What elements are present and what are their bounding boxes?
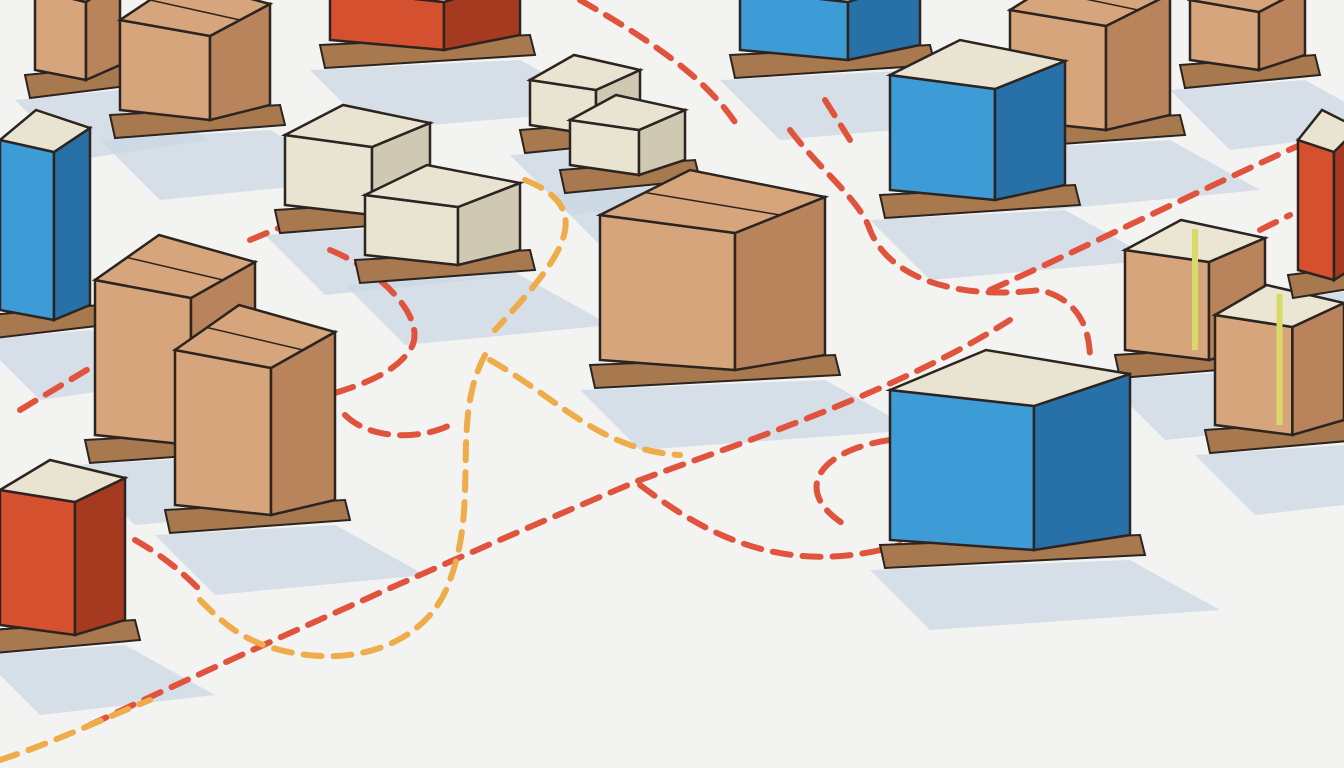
dashed-route-8 xyxy=(1257,212,1293,233)
front-face xyxy=(118,18,212,122)
shadow xyxy=(1170,80,1344,150)
top-face xyxy=(1186,0,1285,14)
tape-seam xyxy=(1086,0,1139,11)
blue-bin-3 xyxy=(728,0,937,80)
storage-objects xyxy=(0,0,1344,654)
top-face xyxy=(360,163,525,209)
dashed-route-14 xyxy=(197,352,488,660)
front-face xyxy=(888,388,1036,552)
top-face xyxy=(72,0,92,4)
blue-bin-6 xyxy=(0,108,107,339)
front-face xyxy=(1296,138,1336,282)
side-face xyxy=(73,476,127,637)
top-face xyxy=(91,233,259,300)
top-face xyxy=(595,168,830,235)
cardboard-box-16 xyxy=(1203,283,1344,455)
shadow xyxy=(345,275,610,345)
red-bin-19 xyxy=(0,458,142,654)
front-face xyxy=(283,133,374,217)
top-face xyxy=(1295,108,1344,154)
shadow xyxy=(580,380,915,450)
shadow xyxy=(870,210,1155,280)
front-face xyxy=(0,138,56,322)
side-face xyxy=(52,125,92,322)
front-face xyxy=(173,348,273,517)
front-face xyxy=(0,488,77,637)
dashed-route-4 xyxy=(577,0,743,133)
dashed-route-6 xyxy=(822,97,853,143)
top-face xyxy=(566,93,690,132)
top-face xyxy=(885,38,1070,91)
front-face xyxy=(598,213,737,372)
cardboard-box-0 xyxy=(23,0,137,100)
top-face xyxy=(116,0,274,38)
tape-seam xyxy=(149,0,241,21)
top-face xyxy=(413,0,455,4)
route-paths xyxy=(0,0,1303,763)
shadow xyxy=(0,645,215,715)
blue-bin-18 xyxy=(878,348,1147,570)
cardboard-box-5 xyxy=(1178,0,1322,90)
top-face xyxy=(171,303,339,370)
dashed-route-13 xyxy=(492,177,569,333)
side-face xyxy=(1257,0,1307,72)
top-face xyxy=(0,108,93,154)
dashed-route-11 xyxy=(132,537,203,593)
front-face xyxy=(33,0,88,82)
side-face xyxy=(442,0,522,52)
tape-seam xyxy=(206,326,304,351)
dashed-route-0 xyxy=(17,362,98,413)
side-face xyxy=(1332,140,1344,283)
dashed-route-10 xyxy=(87,317,1013,728)
top-face xyxy=(280,103,435,149)
sack-9 xyxy=(353,163,537,285)
top-face xyxy=(0,458,129,504)
front-face xyxy=(888,73,997,202)
red-bin-17 xyxy=(1286,108,1344,300)
shadow xyxy=(1195,445,1344,515)
cardboard-box-12 xyxy=(588,168,842,390)
side-face xyxy=(846,0,922,62)
dashed-route-16 xyxy=(0,697,153,763)
tape-seam xyxy=(644,191,781,216)
cardboard-box-1 xyxy=(108,0,287,140)
top-face xyxy=(526,53,644,92)
red-bin-2 xyxy=(318,0,537,70)
dashed-route-15 xyxy=(487,357,683,458)
dashed-route-7 xyxy=(987,142,1303,293)
shadow xyxy=(155,525,425,595)
tape-seam xyxy=(126,256,224,281)
dashed-route-9 xyxy=(813,437,893,528)
blue-bin-7 xyxy=(878,38,1082,220)
side-face xyxy=(84,0,122,82)
front-face xyxy=(738,0,850,62)
cardboard-box-14 xyxy=(163,303,352,535)
front-face xyxy=(328,0,446,52)
top-face xyxy=(818,0,858,4)
sack-11 xyxy=(558,93,702,195)
shadow xyxy=(870,560,1220,630)
dashed-route-3 xyxy=(342,412,453,439)
top-face xyxy=(885,348,1131,408)
dashed-route-12 xyxy=(637,482,903,560)
dashed-route-5 xyxy=(787,127,1093,363)
